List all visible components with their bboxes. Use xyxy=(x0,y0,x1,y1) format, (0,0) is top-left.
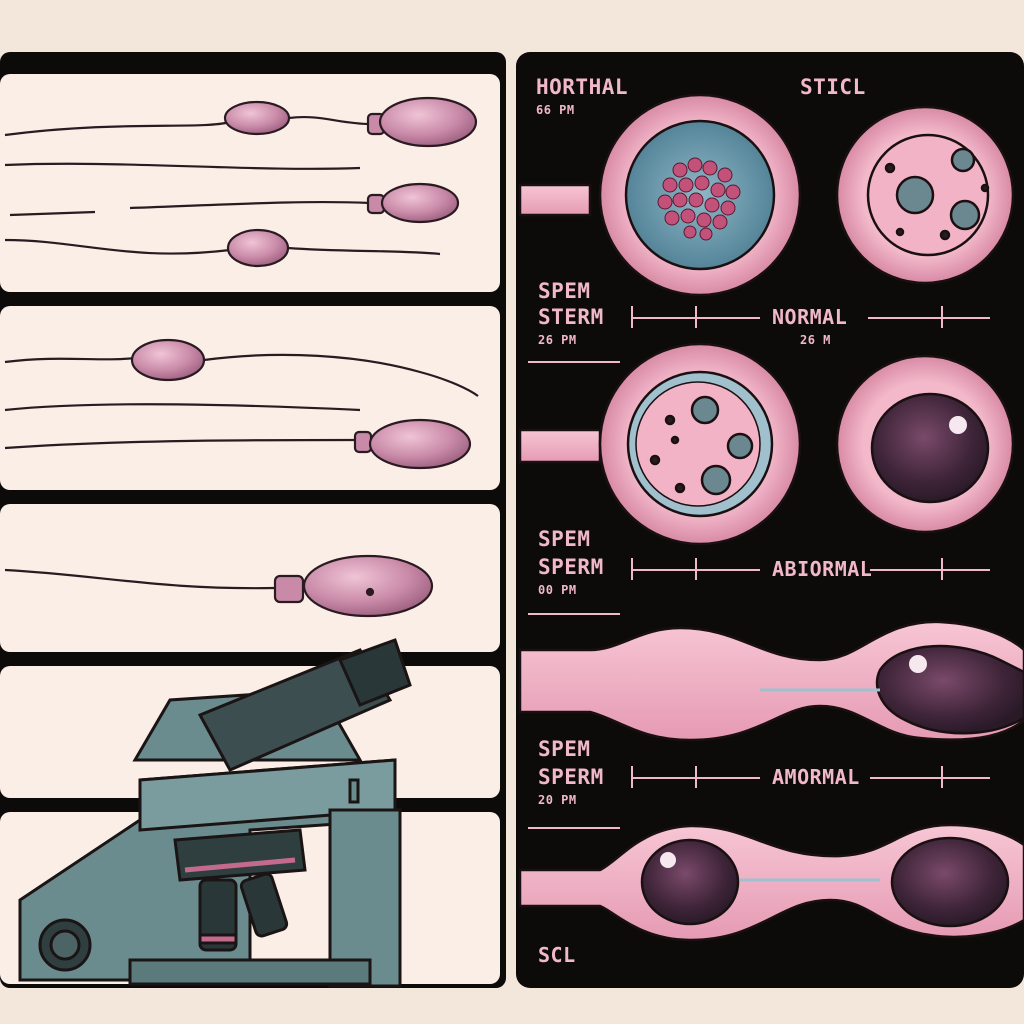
panel-1-sperm-group xyxy=(4,96,478,268)
sperm-neck xyxy=(273,574,305,604)
top-left-title: HORTHAL xyxy=(536,75,628,99)
sperm-tail xyxy=(4,356,136,364)
row2-label-a: SPEM xyxy=(538,527,591,551)
top-right-title: STICL xyxy=(800,75,866,99)
sperm-head-spot xyxy=(365,587,375,597)
sperm-tail xyxy=(129,200,371,210)
sperm-tail xyxy=(4,568,276,590)
cell-spotted xyxy=(835,105,1015,285)
row3-label-b: SPERM xyxy=(538,765,604,789)
cell-dark-core xyxy=(835,354,1015,534)
cell-stalked-spotted xyxy=(518,342,802,546)
sperm-tail xyxy=(9,210,96,217)
sperm-tail xyxy=(4,162,361,170)
left-column xyxy=(0,52,506,988)
row2-time: 00 PM xyxy=(538,583,577,597)
top-left-time: 66 PM xyxy=(536,103,575,117)
row3-scale-bar xyxy=(631,766,990,788)
row3-center-label: AMORMAL xyxy=(772,765,860,789)
row1-label-b: STERM xyxy=(538,305,604,329)
row1-center-time: 26 M xyxy=(800,333,831,347)
elongated-cell-1 xyxy=(518,620,1024,742)
right-panel: HORTHAL 66 PM STICL xyxy=(516,52,1024,988)
panel-2-sperm-group xyxy=(4,338,479,470)
cell-normal-stalked xyxy=(518,93,802,297)
sperm-neck xyxy=(353,430,373,454)
sperm-tail xyxy=(4,438,356,450)
row1-center-label: NORMAL xyxy=(772,305,847,329)
row1-scale-bar xyxy=(631,306,990,328)
panel-3-sperm-group xyxy=(4,554,434,618)
row2-scale-bar xyxy=(631,558,990,580)
right-panel-frame xyxy=(516,52,1024,988)
bottom-left-label: SCL xyxy=(538,943,576,967)
elongated-cell-2 xyxy=(518,823,1024,942)
row1-time: 26 PM xyxy=(538,333,577,347)
sperm-tail xyxy=(4,403,361,412)
row2-center-label: ABIORMAL xyxy=(772,557,872,581)
row3-time: 20 PM xyxy=(538,793,577,807)
sperm-head xyxy=(368,418,472,470)
sperm-head xyxy=(380,182,460,224)
sperm-midpiece xyxy=(223,100,291,136)
row3-label-a: SPEM xyxy=(538,737,591,761)
microscope-icon xyxy=(18,638,412,988)
sperm-tail xyxy=(4,120,231,137)
row1-label-a: SPEM xyxy=(538,279,591,303)
sperm-tail xyxy=(4,238,231,255)
sperm-midpiece xyxy=(130,338,206,382)
sperm-tail xyxy=(287,246,441,256)
sperm-head xyxy=(302,554,434,618)
granular-cluster xyxy=(657,157,741,241)
sperm-head xyxy=(378,96,478,148)
sperm-tail xyxy=(203,353,479,397)
sperm-midpiece xyxy=(226,228,290,268)
sperm-tail xyxy=(288,115,371,126)
row2-label-b: SPERM xyxy=(538,555,604,579)
